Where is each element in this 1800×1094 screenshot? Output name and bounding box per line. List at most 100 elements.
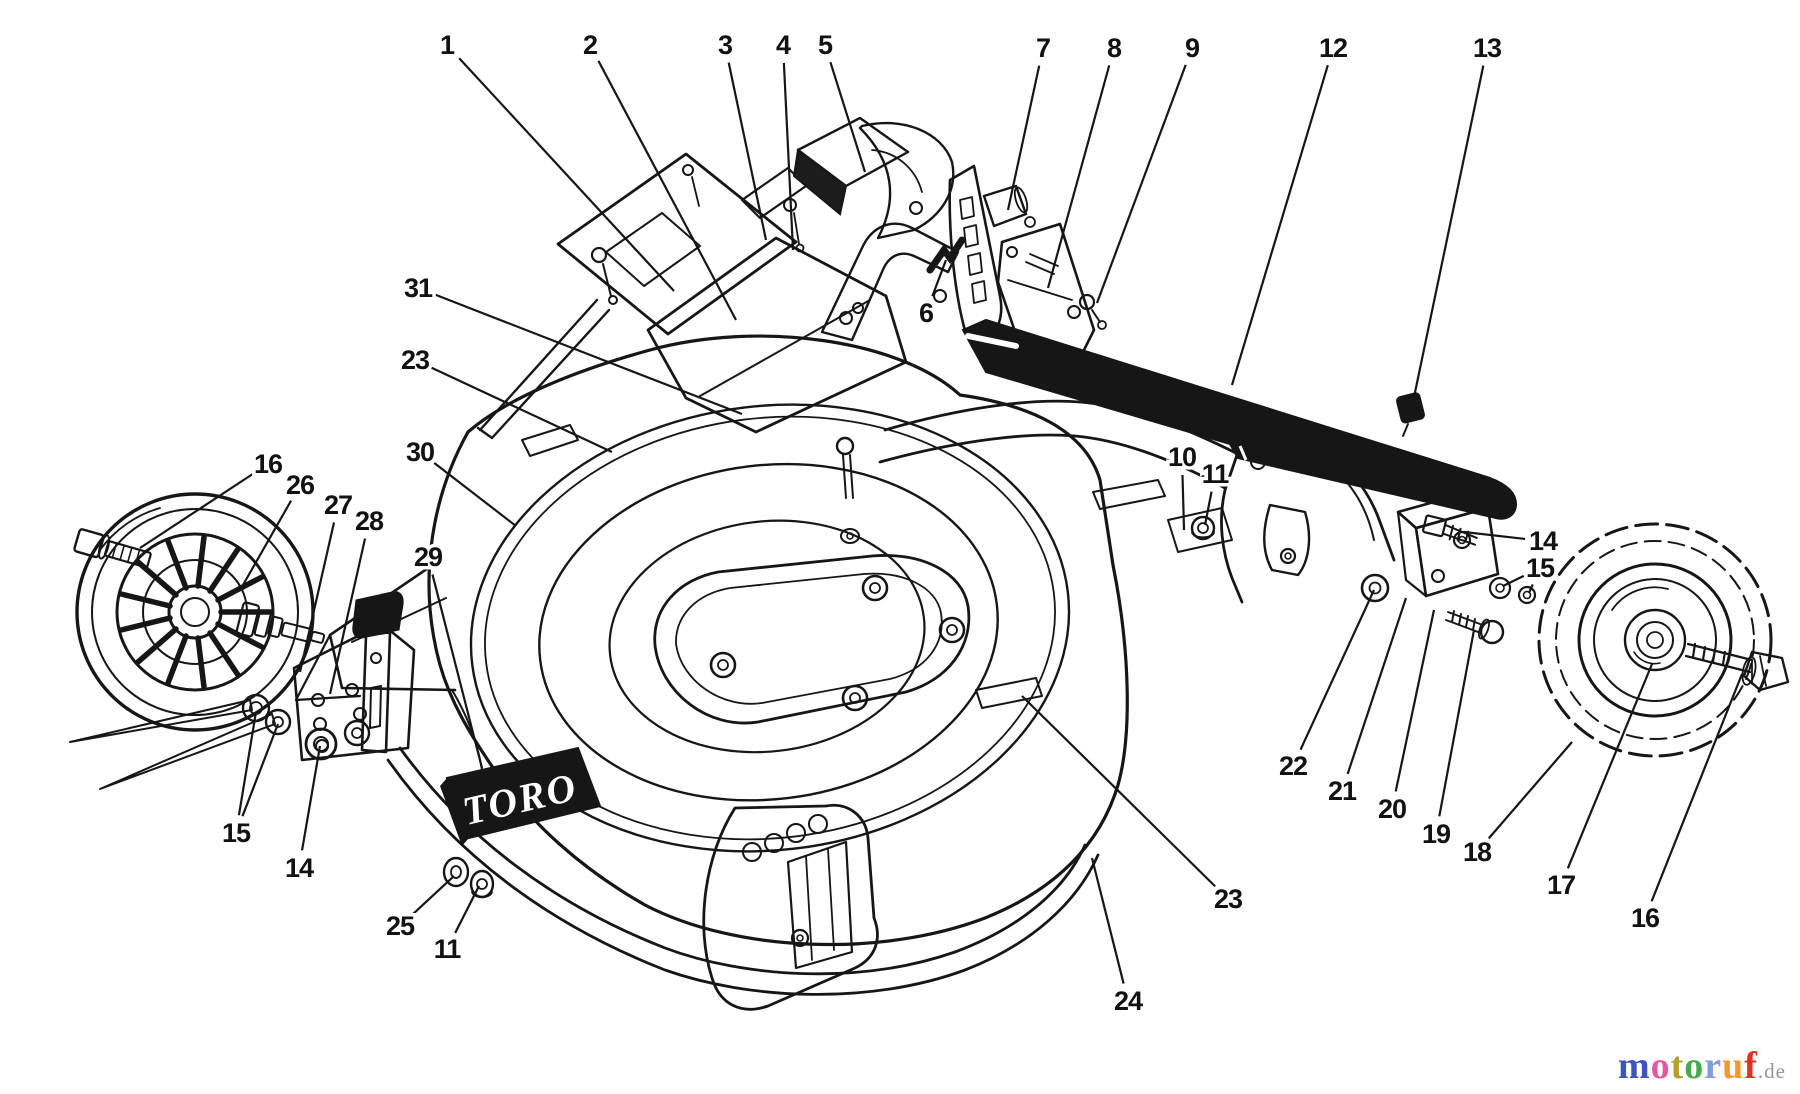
deck-slot-top-right bbox=[1092, 479, 1166, 510]
callout-9: 9 bbox=[1185, 33, 1200, 63]
leader-line-15 bbox=[1502, 574, 1525, 587]
leader-line-12 bbox=[1230, 64, 1329, 386]
callout-1: 1 bbox=[440, 30, 455, 60]
leader-line-20 bbox=[1394, 609, 1436, 792]
leader-line-15 bbox=[1527, 584, 1534, 594]
leader-line-14 bbox=[1463, 530, 1526, 541]
leader-line-13 bbox=[1411, 65, 1485, 403]
leader-line-24 bbox=[1090, 857, 1125, 984]
callout-11: 11 bbox=[1202, 459, 1230, 489]
leader-line-7 bbox=[1006, 65, 1041, 211]
callout-17: 17 bbox=[1547, 870, 1575, 900]
leader-line-3 bbox=[727, 62, 768, 241]
leader-line-31 bbox=[434, 293, 743, 416]
leader-line-21 bbox=[1346, 597, 1408, 775]
leader-line-11 bbox=[454, 885, 480, 934]
leader-line-8 bbox=[1046, 65, 1111, 289]
engine-plate-bolt-bosses bbox=[709, 574, 966, 712]
height-lever-knob bbox=[352, 591, 404, 639]
callout-22: 22 bbox=[1279, 751, 1307, 781]
right-wheel bbox=[1537, 522, 1790, 758]
blade-clip-13 bbox=[1396, 392, 1425, 437]
callout-25: 25 bbox=[386, 911, 415, 941]
leader-line-4 bbox=[782, 62, 795, 251]
blade bbox=[961, 318, 1518, 520]
leader-line-5 bbox=[829, 61, 867, 173]
callout-10: 10 bbox=[1168, 442, 1196, 472]
leader-line-16 bbox=[1650, 673, 1744, 902]
callout-16: 16 bbox=[254, 449, 283, 479]
watermark-letter: t bbox=[1670, 1045, 1685, 1087]
leader-line-27 bbox=[298, 522, 336, 673]
watermark-letter: o bbox=[1684, 1045, 1705, 1087]
left-height-bracket bbox=[292, 591, 416, 762]
callout-5: 5 bbox=[818, 30, 833, 60]
leader-line-22 bbox=[1299, 589, 1375, 751]
leader-line-26 bbox=[242, 500, 293, 586]
callout-16: 16 bbox=[1631, 903, 1660, 933]
callout-7: 7 bbox=[1036, 33, 1050, 63]
leader-line-6 bbox=[931, 259, 948, 297]
callout-13: 13 bbox=[1473, 33, 1502, 63]
right-axle-bolt bbox=[1684, 642, 1790, 692]
left-axle-bolt bbox=[73, 528, 152, 569]
leader-line-25 bbox=[412, 875, 455, 915]
right-wheel-bracket bbox=[1396, 490, 1537, 645]
leader-line-19 bbox=[1438, 629, 1476, 817]
front-height-bracket bbox=[702, 803, 879, 1011]
leader-line-28 bbox=[328, 538, 367, 695]
callout-28: 28 bbox=[355, 506, 384, 536]
watermark-letter: u bbox=[1722, 1045, 1745, 1087]
callout-30: 30 bbox=[406, 437, 434, 467]
leader-line-9 bbox=[1095, 64, 1187, 304]
callout-29: 29 bbox=[414, 542, 443, 572]
deck-slot-left bbox=[521, 424, 579, 457]
callout-27: 27 bbox=[324, 490, 352, 520]
watermark-letter: o bbox=[1650, 1045, 1671, 1087]
deck-slot-side bbox=[975, 677, 1043, 709]
leader-line-1 bbox=[458, 57, 675, 292]
leader-line-29 bbox=[431, 574, 484, 769]
bottom-washer-nut bbox=[442, 856, 495, 899]
callout-26: 26 bbox=[286, 470, 315, 500]
callout-19: 19 bbox=[1422, 819, 1451, 849]
callout-8: 8 bbox=[1107, 33, 1122, 63]
callout-4: 4 bbox=[776, 30, 791, 60]
callout-6: 6 bbox=[919, 298, 934, 328]
leader-line-23 bbox=[1021, 695, 1216, 888]
toro-name-plate: TORO bbox=[440, 746, 602, 846]
leader-line-11 bbox=[1203, 491, 1213, 526]
leader-line-15 bbox=[237, 711, 258, 816]
callout-18: 18 bbox=[1463, 837, 1492, 867]
watermark-suffix: .de bbox=[1757, 1059, 1786, 1083]
left-wheel bbox=[69, 492, 338, 790]
leader-line-10 bbox=[1181, 474, 1186, 531]
leader-line-17 bbox=[1566, 663, 1654, 869]
carriage-bolt-19 bbox=[1445, 610, 1505, 645]
callout-12: 12 bbox=[1319, 33, 1347, 63]
leader-line-30 bbox=[433, 462, 517, 527]
watermark-letter: f bbox=[1744, 1045, 1758, 1087]
callout-24: 24 bbox=[1114, 986, 1143, 1016]
callout-21: 21 bbox=[1328, 776, 1357, 806]
mower-deck-housing bbox=[294, 334, 1166, 996]
leader-line-14 bbox=[300, 745, 322, 851]
spring-6 bbox=[926, 236, 966, 274]
leader-line-2 bbox=[597, 60, 737, 321]
callout-11: 11 bbox=[434, 934, 462, 964]
watermark-letter: r bbox=[1704, 1045, 1723, 1087]
callout-14: 14 bbox=[1529, 526, 1558, 556]
callout-31: 31 bbox=[404, 273, 433, 303]
watermark-letter: m bbox=[1617, 1045, 1651, 1087]
leader-line-18 bbox=[1487, 741, 1573, 840]
leader-line-16 bbox=[139, 472, 254, 549]
motoruf-watermark: motoruf.de bbox=[1618, 1044, 1786, 1088]
left-axle-shaft bbox=[235, 601, 326, 644]
hex-bolt-14 bbox=[1422, 514, 1478, 546]
callout-2: 2 bbox=[583, 30, 597, 60]
deck-center-bolt bbox=[835, 436, 860, 544]
leader-line-15 bbox=[241, 723, 280, 817]
